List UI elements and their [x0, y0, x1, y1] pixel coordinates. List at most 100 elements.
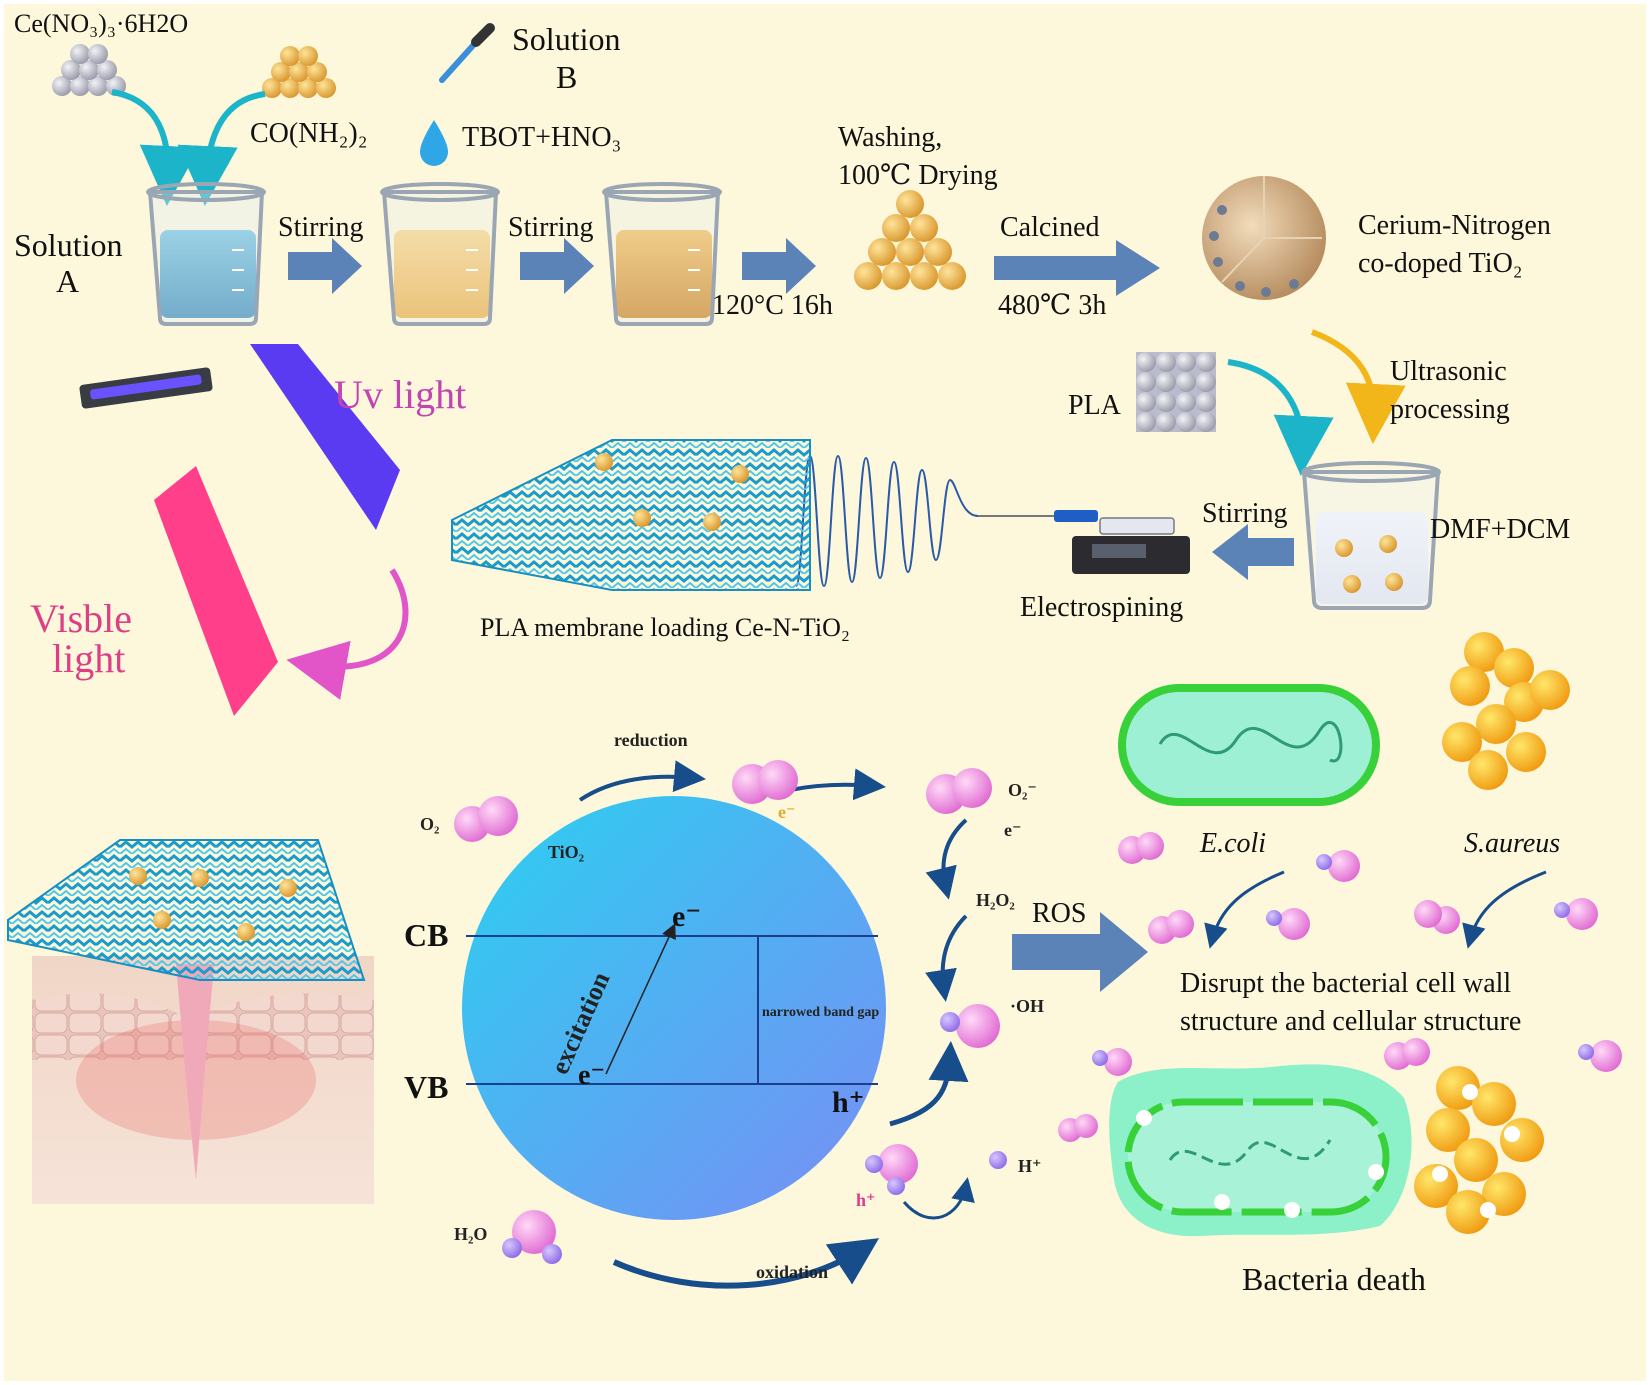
- e-minus-label: e⁻: [1004, 820, 1022, 840]
- tio2-sphere: [462, 796, 886, 1220]
- ros-big-arrow: [1012, 912, 1148, 992]
- pla-membrane-wound: [7, 839, 366, 981]
- arrow-oxidation: [612, 1238, 880, 1289]
- dropper-icon: [439, 23, 495, 83]
- arrow-light-to-skin: [286, 568, 409, 700]
- arrow-urea-to-beaker: [177, 91, 266, 206]
- water-at-hole: [865, 1144, 918, 1195]
- solution-a-line1: Solution: [14, 227, 122, 263]
- disrupt-line2: structure and cellular structure: [1180, 1006, 1521, 1037]
- ce-nitrate-label: Ce(NO₃)₃·6H2O: [14, 9, 188, 38]
- arrow-hole-up: [889, 1041, 969, 1127]
- h2o2-label: H₂O₂: [976, 890, 1015, 910]
- calcine-temp-label: 480℃ 3h: [998, 290, 1106, 321]
- tbot-label: TBOT+HNO₃: [462, 122, 621, 153]
- ultrasonic-line1: Ultrasonic: [1390, 356, 1507, 387]
- arrow-superoxide-down: [925, 818, 968, 900]
- vb-hole-label: h⁺: [832, 1086, 865, 1119]
- product-line1: Cerium-Nitrogen: [1358, 210, 1551, 241]
- o2-molecule-cb: [732, 760, 798, 804]
- arrow-saureus-to-disrupt: [1462, 870, 1547, 949]
- hplus-label: H⁺: [1018, 1156, 1042, 1176]
- hydroxyl-radical: [940, 1004, 1000, 1048]
- uv-light-beam: [250, 344, 400, 530]
- calcined-label: Calcined: [1000, 212, 1100, 243]
- arrow-calcined: [994, 240, 1160, 296]
- arrow-stirring-3: [1212, 524, 1294, 580]
- solution-b-line1: Solution: [512, 21, 620, 57]
- ros-label: ROS: [1032, 898, 1086, 929]
- cb-e-label: e⁻: [778, 802, 796, 822]
- saureus-cluster: [1442, 632, 1570, 790]
- reduction-label: reduction: [614, 730, 688, 750]
- h2o-label: H₂O: [454, 1224, 487, 1244]
- bacteria-death-label: Bacteria death: [1242, 1261, 1426, 1297]
- superoxide-molecule: [926, 768, 992, 814]
- stirring-2-label: Stirring: [508, 212, 594, 243]
- ecoli-label: E.coli: [1199, 828, 1266, 859]
- product-line2: co-doped TiO₂: [1358, 248, 1523, 279]
- urea-label: CO(NH₂)₂: [250, 118, 368, 149]
- ecoli-bacterium: [1118, 684, 1380, 806]
- beaker-dmf-dcm: [1301, 461, 1441, 610]
- arrow-pla-to-beaker: [1227, 359, 1334, 476]
- visible-light-line1: Visble: [30, 596, 132, 641]
- jet-spiral: [795, 454, 979, 588]
- ce-n-tio2-particle: [1202, 176, 1326, 300]
- oh-label: ·OH: [1010, 996, 1044, 1016]
- stirring-3-label: Stirring: [1202, 498, 1288, 529]
- visible-light-line2: light: [52, 636, 125, 681]
- o2-molecule: [454, 796, 518, 842]
- arrow-hydrothermal: [742, 238, 816, 294]
- washing-line1: Washing,: [838, 122, 942, 153]
- dead-saureus-cluster: [1414, 1066, 1544, 1234]
- dead-bacterium: [1109, 1064, 1412, 1237]
- drop-icon: [420, 120, 448, 166]
- beaker-solution-a: [146, 182, 266, 326]
- solution-a-line2: A: [56, 263, 79, 299]
- pla-label: PLA: [1068, 390, 1122, 421]
- arrow-stirring-2: [520, 238, 594, 294]
- vb-label: VB: [404, 1069, 448, 1105]
- superoxide-label: O₂⁻: [1008, 780, 1037, 800]
- hydrothermal-label: 120°C 16h: [712, 290, 833, 321]
- ros-particles: [1058, 832, 1622, 1142]
- pla-membrane-top: [451, 439, 811, 591]
- ultrasonic-line2: processing: [1390, 394, 1510, 425]
- arrow-ultrasonic: [1310, 329, 1406, 444]
- wound-skin: [32, 956, 374, 1204]
- ce-nitrate-pile: [52, 44, 126, 96]
- arrow-reduction-2: [789, 768, 886, 801]
- solvent-label: DMF+DCM: [1430, 514, 1570, 545]
- stirring-1-label: Stirring: [278, 212, 364, 243]
- visible-light-beam: [154, 466, 278, 716]
- hplus-ion: [989, 1151, 1007, 1169]
- cb-label: CB: [404, 917, 448, 953]
- beaker-mix-2: [602, 182, 722, 326]
- uv-light-label: Uv light: [334, 372, 466, 417]
- pla-block: [1136, 352, 1216, 432]
- arrow-to-hplus: [902, 1177, 975, 1220]
- arrow-stirring-1: [288, 238, 362, 294]
- disrupt-line1: Disrupt the bacterial cell wall: [1180, 968, 1511, 999]
- syringe-pump: [978, 510, 1190, 574]
- o2-label: O₂: [420, 814, 439, 834]
- beaker-mix-1: [380, 182, 500, 326]
- oxidation-label: oxidation: [756, 1262, 828, 1282]
- vb-electron-label: e⁻: [578, 1060, 605, 1091]
- arrow-h2o2-down: [925, 914, 968, 1002]
- arrow-ce-to-beaker: [111, 89, 200, 206]
- arrow-reduction-1: [578, 760, 706, 802]
- uv-lamp-icon: [79, 367, 213, 409]
- washing-line2: 100℃ Drying: [838, 160, 998, 191]
- dried-powder-pile: [854, 190, 966, 290]
- arrow-ecoli-to-disrupt: [1204, 870, 1285, 949]
- electrospinning-label: Electrospining: [1020, 592, 1183, 623]
- solution-b-line2: B: [556, 59, 577, 95]
- tio2-label: TiO₂: [548, 842, 584, 862]
- hole-h-label: h⁺: [856, 1190, 876, 1210]
- membrane-label: PLA membrane loading Ce-N-TiO₂: [480, 613, 850, 642]
- band-gap-label: narrowed band gap: [762, 1005, 879, 1020]
- cb-electron-label: e⁻: [672, 900, 701, 933]
